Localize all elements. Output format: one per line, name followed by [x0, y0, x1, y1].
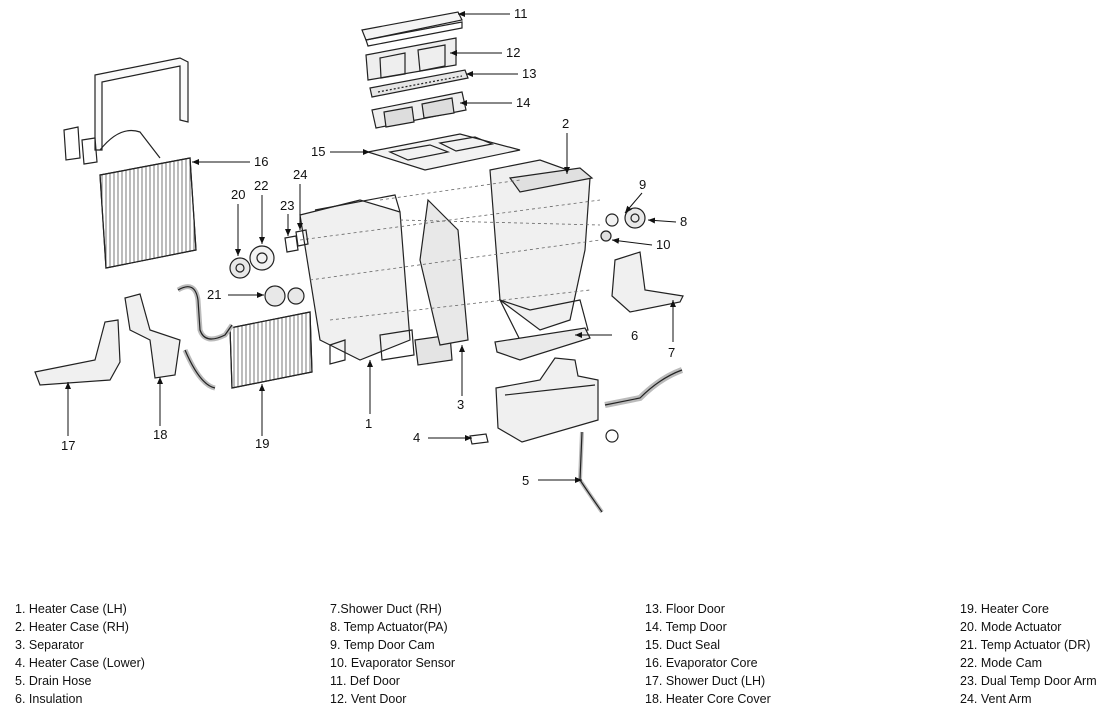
callout-19: 19	[255, 436, 269, 451]
callout-18: 18	[153, 427, 167, 442]
alignment-lines	[299, 179, 601, 321]
vent-arm-part	[295, 229, 309, 247]
legend-item: 10. Evaporator Sensor	[330, 656, 456, 670]
callout-4: 4	[413, 430, 420, 445]
legend-item: 21. Temp Actuator (DR)	[960, 638, 1091, 652]
heater-core-part	[229, 311, 313, 389]
evaporator-sensor-part	[600, 230, 612, 242]
legend-column-1: 1. Heater Case (LH) 2. Heater Case (RH) …	[15, 600, 145, 708]
callout-1: 1	[365, 416, 372, 431]
evaporator-core-part	[63, 57, 197, 269]
callout-15: 15	[311, 144, 325, 159]
callout-11: 11	[514, 6, 528, 21]
heater-case-lh-part	[299, 194, 453, 366]
legend-item: 1. Heater Case (LH)	[15, 602, 127, 616]
callout-24: 24	[293, 167, 307, 182]
legend-item: 7.Shower Duct (RH)	[330, 602, 442, 616]
callout-12: 12	[506, 45, 520, 60]
insulation-part	[494, 327, 591, 361]
temp-door-cam-part	[605, 213, 619, 227]
callout-21: 21	[207, 287, 221, 302]
def-door-part	[361, 11, 463, 47]
temp-actuator-dr-part	[264, 285, 305, 307]
legend-item: 13. Floor Door	[645, 602, 725, 616]
legend-item: 11. Def Door	[330, 674, 400, 688]
legend-item: 8. Temp Actuator(PA)	[330, 620, 448, 634]
callout-23: 23	[280, 198, 294, 213]
legend-item: 19. Heater Core	[960, 602, 1049, 616]
callout-7: 7	[668, 345, 675, 360]
legend-item: 17. Shower Duct (LH)	[645, 674, 766, 688]
legend-item: 23. Dual Temp Door Arm	[960, 674, 1097, 688]
shower-duct-lh-part	[34, 319, 121, 386]
callout-20: 20	[231, 187, 245, 202]
callout-10: 10	[656, 237, 670, 252]
legend-item: 2. Heater Case (RH)	[15, 620, 129, 634]
callout-2: 2	[562, 116, 569, 131]
legend-item: 18. Heater Core Cover	[645, 692, 771, 706]
callout-22: 22	[254, 178, 268, 193]
legend-item: 24. Vent Arm	[960, 692, 1032, 706]
shower-duct-rh-part	[611, 251, 684, 313]
legend-item: 14. Temp Door	[645, 620, 727, 634]
legend-item: 12. Vent Door	[330, 692, 407, 706]
callout-3: 3	[457, 397, 464, 412]
legend-item: 15. Duct Seal	[645, 638, 721, 652]
callout-5: 5	[522, 473, 529, 488]
legend-column-4: 19. Heater Core 20. Mode Actuator 21. Te…	[960, 600, 1097, 708]
legend-item: 20. Mode Actuator	[960, 620, 1062, 634]
legend-column-3: 13. Floor Door 14. Temp Door 15. Duct Se…	[645, 600, 771, 708]
legend-item: 9. Temp Door Cam	[330, 638, 435, 652]
legend-item: 6. Insulation	[15, 692, 83, 706]
callout-9: 9	[639, 177, 646, 192]
legend-item: 22. Mode Cam	[960, 656, 1042, 670]
vent-door-part	[365, 37, 457, 81]
heater-core-cover-part	[124, 284, 235, 391]
callout-8: 8	[680, 214, 687, 229]
legend-column-2: 7.Shower Duct (RH) 8. Temp Actuator(PA) …	[330, 600, 455, 708]
temp-door-part	[371, 91, 467, 129]
callout-14: 14	[516, 95, 530, 110]
hvac-exploded-diagram: 11 12 13 14 15 16 2 9 8 10 6 7 1 3 4 5 1…	[34, 6, 687, 514]
floor-door-part	[369, 69, 469, 98]
callout-17: 17	[61, 438, 75, 453]
lower-outlet-pipe	[604, 367, 684, 443]
temp-actuator-pa-part	[624, 207, 646, 229]
legend-item: 3. Separator	[15, 638, 84, 652]
duct-seal-part	[367, 133, 521, 171]
mode-actuator-part	[229, 257, 251, 279]
heater-case-lower-part	[469, 357, 599, 445]
parts-legend: 1. Heater Case (LH) 2. Heater Case (RH) …	[0, 600, 1104, 720]
callout-16: 16	[254, 154, 268, 169]
drain-hose-part	[577, 431, 604, 514]
separator-part	[419, 198, 469, 346]
legend-item: 16. Evaporator Core	[645, 656, 758, 670]
mode-cam-part	[249, 245, 275, 271]
legend-item: 4. Heater Case (Lower)	[15, 656, 145, 670]
legend-item: 5. Drain Hose	[15, 674, 92, 688]
heater-case-rh-part	[489, 159, 594, 341]
callout-13: 13	[522, 66, 536, 81]
callout-6: 6	[631, 328, 638, 343]
dual-temp-door-arm-part	[284, 235, 299, 253]
